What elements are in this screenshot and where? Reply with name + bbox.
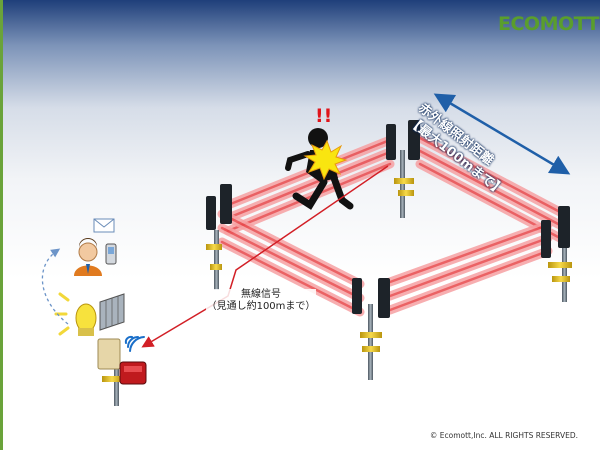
mobile-phone-icon [105,243,117,265]
beam-front-right [385,220,553,315]
signal-label-line2: （見通し約100mまで） [206,301,316,312]
receiver-unit [97,338,147,406]
wireless-signal-line [141,165,389,348]
notify-arrow [41,248,69,325]
email-icon [93,218,115,233]
operator-icon [74,238,102,276]
solar-panel [99,293,125,331]
infrared-beams [217,133,565,317]
warning-lamp [54,292,97,336]
impact-burst [303,139,348,181]
beam-front-left [217,209,365,317]
alert-exclamation: !! [315,105,332,127]
ecomott-logo: ECOMOTT [498,13,600,35]
signal-label-line1: 無線信号 [241,289,281,300]
sensor-post-left [206,184,232,290]
sensor-post-back [386,120,420,218]
left-accent-bar [0,0,3,450]
copyright-text: © Ecomott,Inc. ALL RIGHTS RESERVED. [429,431,578,440]
sensor-post-right [541,206,572,302]
wifi-icon [124,335,145,352]
signal-label: 無線信号 （見通し約100mまで） [206,289,316,313]
range-arrow [433,93,571,175]
sensor-post-front [352,278,390,380]
